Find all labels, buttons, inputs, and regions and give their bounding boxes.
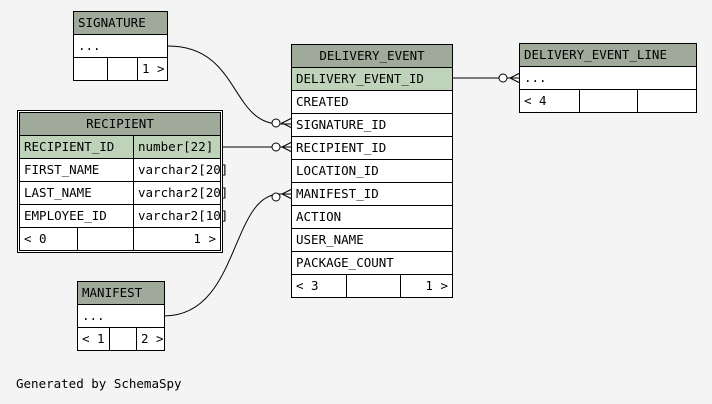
link-recipient-optional-mark xyxy=(271,142,281,152)
table-delivery-event-line-title: DELIVERY_EVENT_LINE xyxy=(520,44,696,67)
generated-by-label: Generated by SchemaSpy xyxy=(16,376,182,391)
table-manifest-row: ... xyxy=(78,305,164,328)
table-row: SIGNATURE_ID xyxy=(292,114,452,137)
table-delivery-event-footer: < 3 1 > xyxy=(292,275,452,297)
table-row: DELIVERY_EVENT_ID xyxy=(292,68,452,91)
link-delivery-event-line-optional-mark xyxy=(498,73,508,83)
table-row: LOCATION_ID xyxy=(292,160,452,183)
table-manifest-footer: < 1 2 > xyxy=(78,328,164,350)
table-signature-footer: 1 > xyxy=(74,58,167,80)
table-signature[interactable]: SIGNATURE ... 1 > xyxy=(73,11,168,81)
table-manifest-title: MANIFEST xyxy=(78,282,164,305)
link-manifest xyxy=(163,193,292,317)
table-row: MANIFEST_ID xyxy=(292,183,452,206)
table-row: EMPLOYEE_ID varchar2[10] xyxy=(20,205,228,228)
link-manifest-crowfoot xyxy=(280,188,293,200)
table-row: PACKAGE_COUNT xyxy=(292,252,452,275)
table-row: ACTION xyxy=(292,206,452,229)
table-delivery-event-line-footer: < 4 xyxy=(520,90,696,112)
table-signature-child-count: 1 > xyxy=(137,58,167,80)
table-row: USER_NAME xyxy=(292,229,452,252)
link-delivery-event-line-crowfoot xyxy=(508,72,521,84)
table-recipient-title: RECIPIENT xyxy=(20,113,220,136)
table-row: LAST_NAME varchar2[20] xyxy=(20,182,228,205)
table-signature-row: ... xyxy=(74,35,167,58)
table-row: RECIPIENT_ID number[22] xyxy=(20,136,220,159)
link-signature-optional-mark xyxy=(271,118,281,128)
table-row: FIRST_NAME varchar2[20] xyxy=(20,159,228,182)
table-delivery-event-line[interactable]: DELIVERY_EVENT_LINE ... < 4 xyxy=(519,43,697,113)
table-row: CREATED xyxy=(292,91,452,114)
link-recipient-crowfoot xyxy=(280,141,293,153)
table-signature-title: SIGNATURE xyxy=(74,12,167,35)
link-signature xyxy=(167,45,292,125)
table-recipient-footer: < 0 1 > xyxy=(20,228,220,250)
link-signature-crowfoot xyxy=(280,117,293,129)
table-delivery-event-title: DELIVERY_EVENT xyxy=(292,45,452,68)
link-manifest-optional-mark xyxy=(271,192,281,202)
table-delivery-event[interactable]: DELIVERY_EVENT DELIVERY_EVENT_ID CREATED… xyxy=(291,44,453,298)
table-delivery-event-line-row: ... xyxy=(520,67,696,90)
table-row: RECIPIENT_ID xyxy=(292,137,452,160)
table-manifest[interactable]: MANIFEST ... < 1 2 > xyxy=(77,281,165,351)
table-recipient[interactable]: RECIPIENT RECIPIENT_ID number[22] FIRST_… xyxy=(17,110,228,253)
